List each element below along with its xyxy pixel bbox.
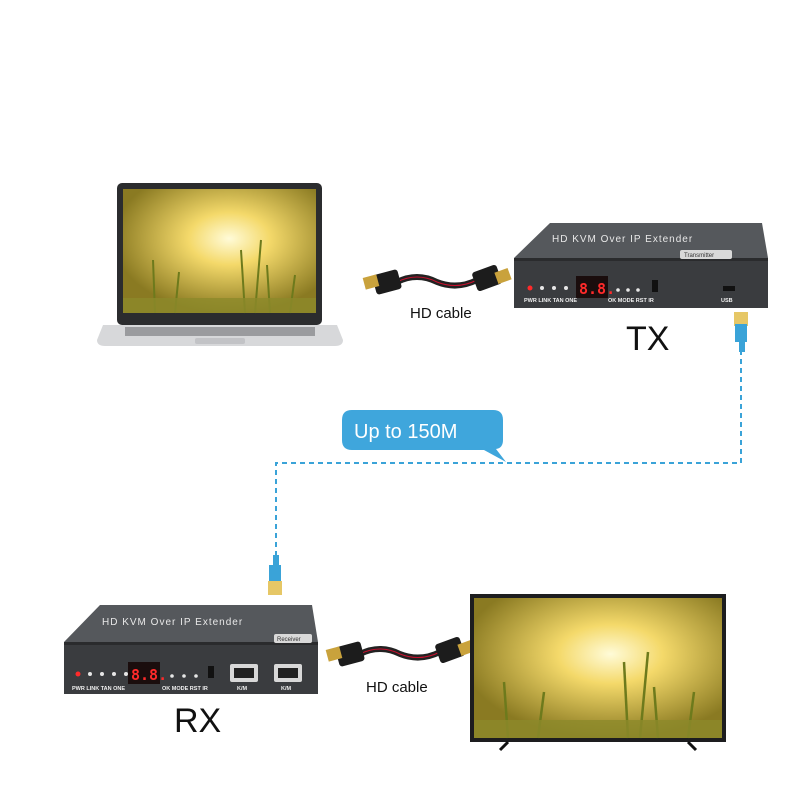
rj45-plug-icon: [268, 555, 282, 595]
rx-port2-label: K/M: [281, 686, 292, 692]
rx-network-plug: [264, 555, 288, 597]
rx-display: 8.8.: [131, 666, 167, 684]
tx-led-labels: PWR LINK TAN ONE: [524, 298, 577, 304]
hdmi-cable-icon: [325, 637, 475, 667]
tx-device-title: HD KVM Over IP Extender: [552, 234, 693, 245]
tx-led-link: [540, 286, 544, 290]
tx-button-labels: OK MODE RST IR: [608, 298, 654, 304]
hdmi-cable-top: [362, 260, 512, 300]
tx-device-illustration: HD KVM Over IP Extender Transmitter PWR …: [514, 223, 768, 308]
rx-led-labels: PWR LINK TAN ONE: [72, 686, 125, 692]
laptop-illustration: [97, 183, 343, 346]
rx-device-illustration: HD KVM Over IP Extender Receiver PWR LIN…: [64, 605, 318, 694]
hdmi-cable-bottom: [325, 632, 475, 672]
tx-display: 8.8.: [579, 280, 615, 298]
tx-led-pwr: [527, 285, 533, 291]
tx-device: HD KVM Over IP Extender Transmitter PWR …: [510, 218, 772, 313]
tx-usb-label: USB: [721, 298, 733, 304]
rx-led-pwr: [75, 671, 81, 677]
rx-button-labels: OK MODE RST IR: [162, 686, 208, 692]
tv-illustration: [470, 594, 726, 752]
rx-label: RX: [174, 702, 222, 740]
hd-cable-label-top: HD cable: [410, 305, 472, 322]
distance-bubble: [342, 410, 506, 462]
hdmi-cable-icon: [362, 265, 512, 295]
laptop: [95, 180, 345, 355]
rx-device: HD KVM Over IP Extender Receiver PWR LIN…: [60, 600, 322, 700]
tx-device-badge: Transmitter: [684, 253, 714, 259]
tx-label: TX: [626, 320, 670, 358]
rx-led-link: [88, 672, 92, 676]
rx-device-title: HD KVM Over IP Extender: [102, 617, 243, 628]
distance-label: Up to 150M: [354, 421, 457, 443]
tx-network-plug: [730, 310, 754, 352]
rx-device-badge: Receiver: [277, 637, 301, 643]
rx-port1-label: K/M: [237, 686, 248, 692]
hd-cable-label-bottom: HD cable: [366, 679, 428, 696]
television: [468, 592, 730, 752]
rj45-plug-icon: [734, 312, 748, 352]
